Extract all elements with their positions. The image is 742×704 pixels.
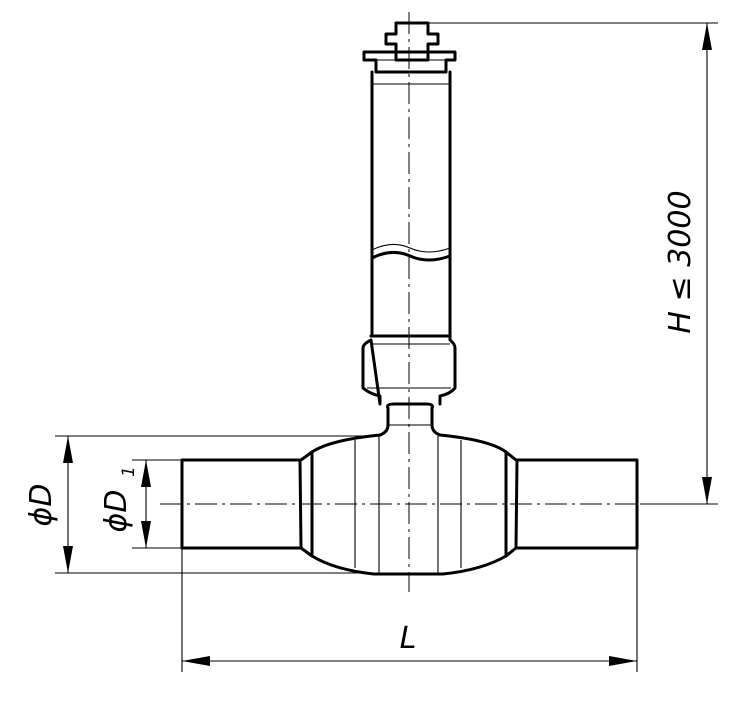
length-dimension: L	[181, 548, 638, 672]
height-label: H ≤ 3000	[663, 190, 698, 333]
outer-diameter-dimension: ϕD	[24, 435, 380, 574]
stem-collar	[361, 334, 457, 406]
extension-tube	[370, 70, 452, 338]
outer-diameter-label: ϕD	[24, 484, 59, 527]
length-label: L	[400, 621, 417, 656]
valve-neck	[378, 402, 442, 437]
inner-diameter-subscript: 1	[119, 466, 139, 477]
inner-diameter-label: ϕD	[99, 490, 134, 533]
stem-head	[362, 21, 457, 74]
height-dimension: H ≤ 3000	[428, 22, 718, 505]
inner-diameter-dimension: ϕD 1	[99, 459, 182, 549]
